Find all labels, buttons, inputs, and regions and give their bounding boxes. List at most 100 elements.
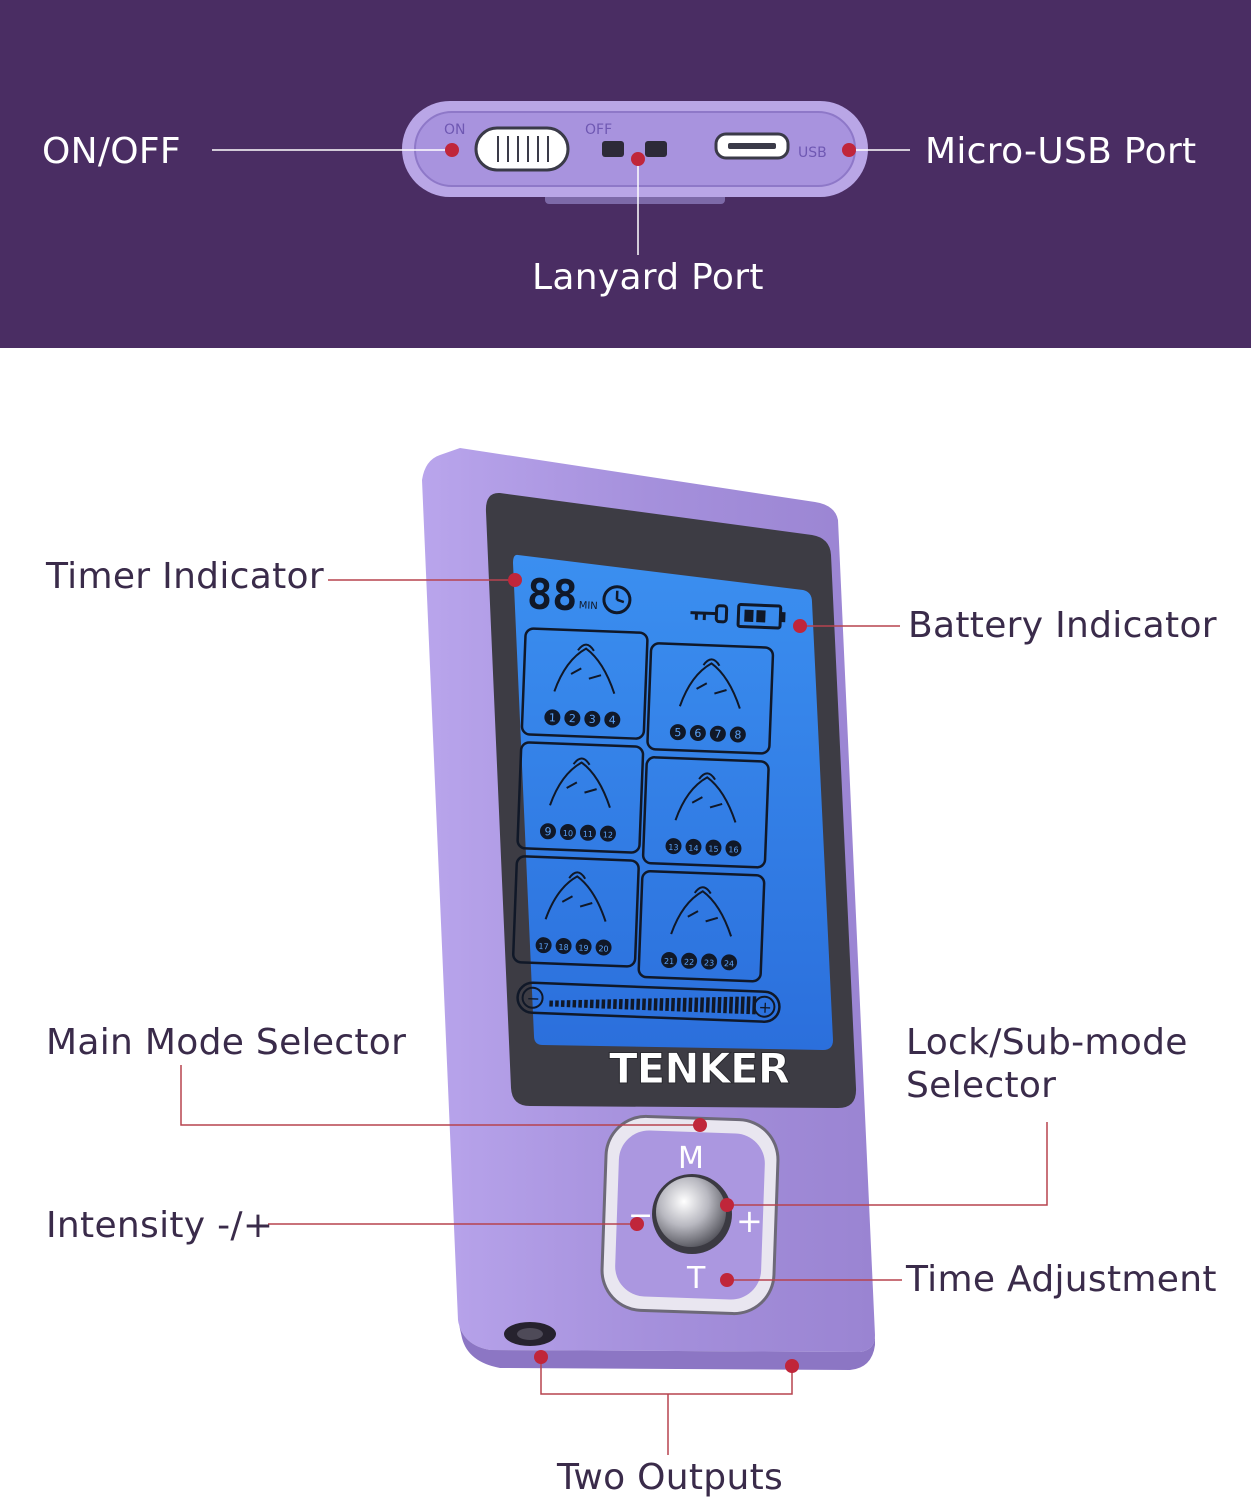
time-button[interactable]: T [686,1261,706,1296]
intensity-tick [560,1000,565,1008]
label-lanyard: Lanyard Port [532,257,764,298]
power-switch[interactable] [474,126,570,172]
device-top-view: ON OFF USB [402,101,868,204]
exercise-figure-icon [670,886,733,937]
mode-number: 3 [589,713,596,726]
label-two-outputs: Two Outputs [557,1457,784,1498]
mode-number: 19 [578,944,589,953]
intensity-tick [566,1000,571,1008]
label-battery: Battery Indicator [908,605,1217,646]
intensity-bar: − + [516,981,781,1023]
label-time-adjust: Time Adjustment [906,1259,1217,1300]
intensity-tick [653,998,658,1011]
intensity-tick [589,999,594,1009]
battery-icon [736,603,786,630]
mode-number: 18 [558,943,569,952]
intensity-tick [613,999,617,1010]
mode-number: 8 [734,728,741,741]
mode-number: 4 [609,714,616,727]
intensity-tick [752,996,757,1015]
label-micro-usb: Micro-USB Port [925,131,1197,172]
intensity-tick [618,999,623,1010]
intensity-tick [734,996,739,1014]
intensity-tick [636,998,641,1010]
foot-massage-icon [544,871,607,922]
mode-number: 21 [664,957,675,966]
mode-number: 17 [538,942,549,951]
intensity-tick [676,997,681,1012]
top-on-label: ON [444,122,466,138]
intensity-tick [601,999,606,1009]
mode-cell: 13 14 15 16 [641,756,770,869]
intensity-tick [595,999,600,1009]
body-massage-icon [674,772,737,823]
top-off-label: OFF [585,122,612,138]
timer-unit: MIN [578,600,597,612]
mode-number: 13 [668,843,679,852]
brand-logo: TENKER [609,1044,790,1093]
lanyard-hole-left [602,141,624,157]
intensity-tick [699,997,705,1013]
slider-minus: − [526,989,540,1009]
intensity-tick [659,998,664,1011]
intensity-tick [728,996,734,1014]
control-pad: M − + T [600,1114,780,1316]
lanyard-hole-right [645,141,667,157]
mode-button[interactable]: M [678,1141,704,1176]
mode-number: 16 [728,845,739,854]
mode-number: 10 [563,829,574,838]
intensity-tick [630,998,635,1010]
intensity-tick [624,998,629,1010]
intensity-tick [682,997,687,1012]
mode-number: 14 [688,844,699,853]
intensity-tick [740,996,745,1014]
callout-dots [445,143,856,1373]
slider-plus: + [758,997,772,1017]
intensity-tick [688,997,693,1012]
mode-number: 6 [694,727,701,740]
intensity-tick [555,1000,559,1007]
neck-shoulder-icon [553,643,616,695]
intensity-plus-button[interactable]: + [736,1202,763,1240]
mode-number: 7 [714,728,721,741]
intensity-tick [711,997,716,1013]
mode-number: 20 [598,944,609,953]
intensity-tick [717,996,722,1014]
intensity-tick [641,998,646,1011]
label-lock-sub-mode: Lock/Sub-mode Selector [906,1022,1188,1107]
label-timer: Timer Indicator [46,556,324,597]
mode-number: 15 [708,844,719,853]
mode-number: 2 [569,712,576,725]
mode-number: 11 [583,830,594,839]
mode-number: 5 [674,726,681,739]
acupressure-hands-icon [549,757,611,808]
intensity-tick [549,1000,553,1007]
callout-lines [180,149,1048,1455]
intensity-tick [572,999,577,1008]
key-lock-icon [690,604,729,624]
mode-number: 12 [603,830,614,839]
label-on-off: ON/OFF [42,131,181,172]
label-intensity: Intensity -/+ [46,1205,274,1246]
label-main-mode: Main Mode Selector [46,1022,407,1063]
top-usb-label: USB [798,145,827,161]
intensity-tick [694,997,699,1013]
intensity-tick [665,998,670,1012]
intensity-tick [607,999,612,1009]
mode-number: 23 [704,958,715,967]
intensity-tick [584,999,588,1008]
mode-number: 22 [684,958,695,967]
timer-digits: 88 [526,569,578,620]
clock-icon [602,585,632,615]
mode-number: 1 [549,711,556,724]
mode-cell: 17 18 19 20 [511,855,640,968]
intensity-tick [578,999,583,1008]
hand-massage-icon [678,658,741,709]
intensity-tick [647,998,652,1011]
